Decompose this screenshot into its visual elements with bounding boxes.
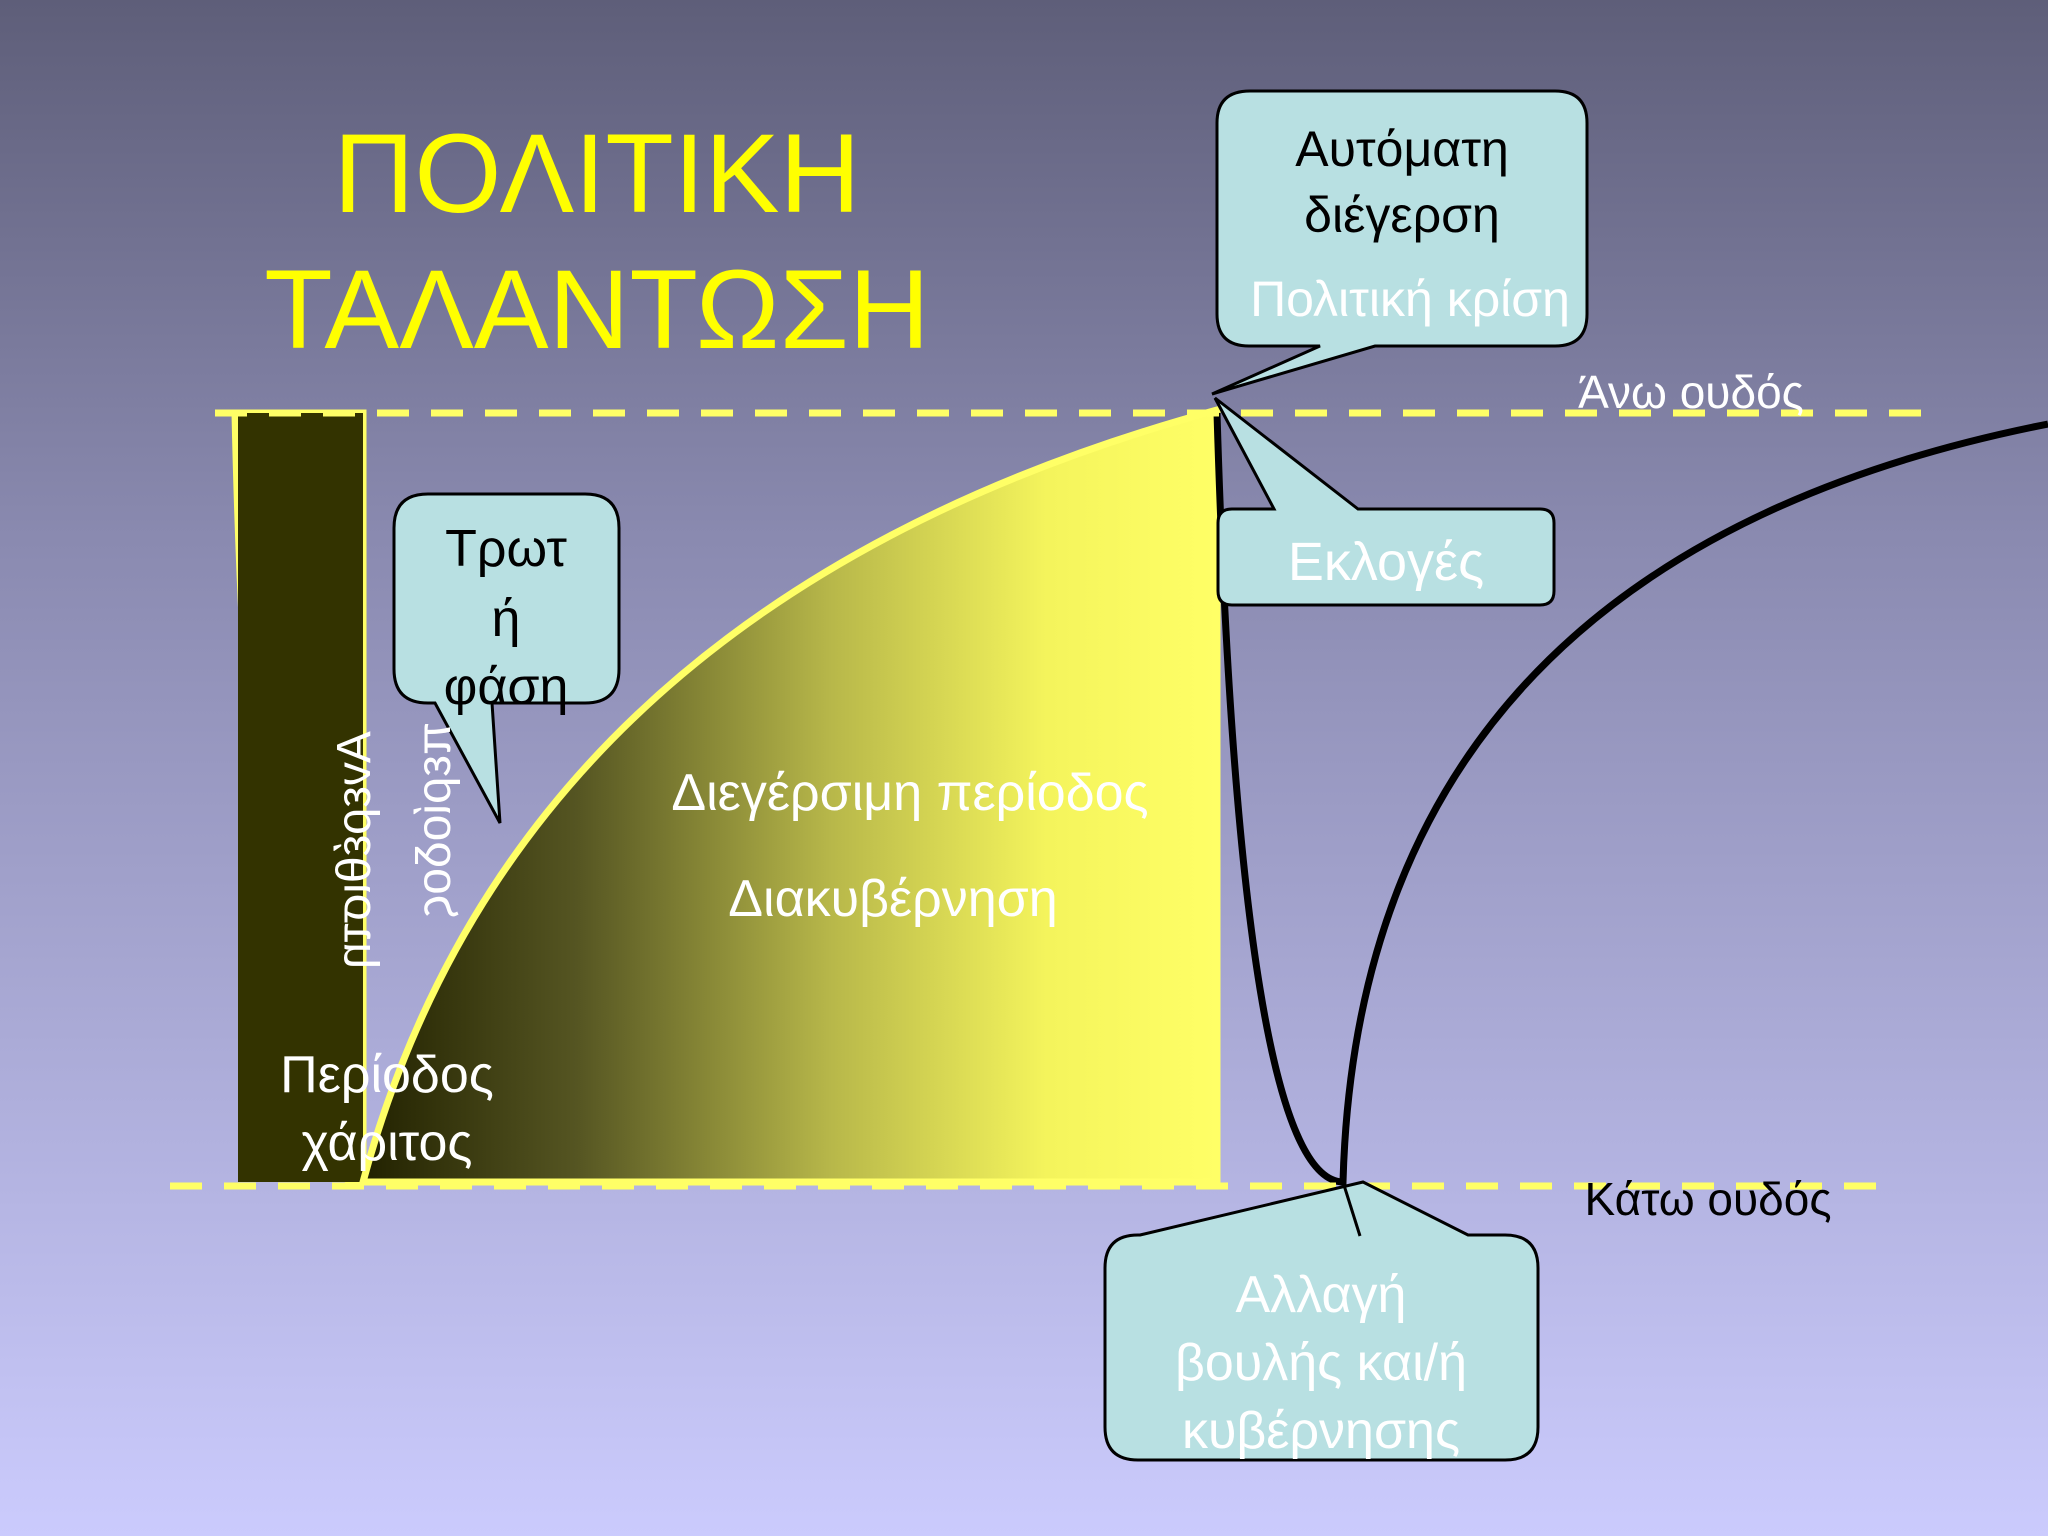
- callout-vulnerable-line1: Τρωτ: [445, 520, 567, 578]
- callout-elections: [1213, 396, 1556, 607]
- dark-bar: [238, 413, 363, 1182]
- grace-period-line2: χάριτος: [302, 1114, 473, 1172]
- callout-change-pointer: [1341, 1181, 1362, 1237]
- refractory-line2: περίοδος: [408, 722, 461, 918]
- grace-period-line1: Περίοδος: [280, 1046, 494, 1104]
- title-line2: ΤΑΛΑΝΤΩΣΗ: [264, 247, 929, 372]
- governance-label: Διακυβέρνηση: [728, 870, 1057, 928]
- callout-vulnerable-line2: ή: [492, 590, 521, 648]
- callout-auto-excitation: [1211, 89, 1589, 396]
- oscillation-curve: [1213, 412, 2048, 1186]
- upper-threshold-label: Άνω ουδός: [1578, 366, 1804, 418]
- callout-vulnerable-line3: φάση: [444, 658, 569, 716]
- political-crisis-label: Πολιτική κρίση: [1250, 271, 1570, 327]
- callout-vulnerable-phase: [392, 492, 621, 824]
- callout-change: [1103, 1180, 1540, 1462]
- refractory-line1: Ανερέθιστη: [328, 731, 381, 969]
- refractory-label: Ανερέθιστη περίοδος: [328, 722, 461, 969]
- callout-auto-excitation-line2: διέγερση: [1304, 187, 1500, 243]
- title-line1: ΠΟΛΙΤΙΚΗ: [333, 111, 860, 236]
- excitable-area: [358, 405, 1221, 1186]
- callout-change-line2: βουλής και/ή: [1175, 1334, 1467, 1392]
- callout-elections-text: Εκλογές: [1288, 532, 1484, 592]
- lower-threshold-label: Κάτω ουδός: [1584, 1173, 1831, 1225]
- callout-auto-excitation-line1: Αυτόματη: [1295, 121, 1509, 177]
- callout-change-line3: κυβέρνησης: [1182, 1402, 1460, 1460]
- callout-change-line1: Αλλαγή: [1236, 1266, 1407, 1324]
- excitable-period-label: Διεγέρσιμη περίοδος: [671, 764, 1148, 822]
